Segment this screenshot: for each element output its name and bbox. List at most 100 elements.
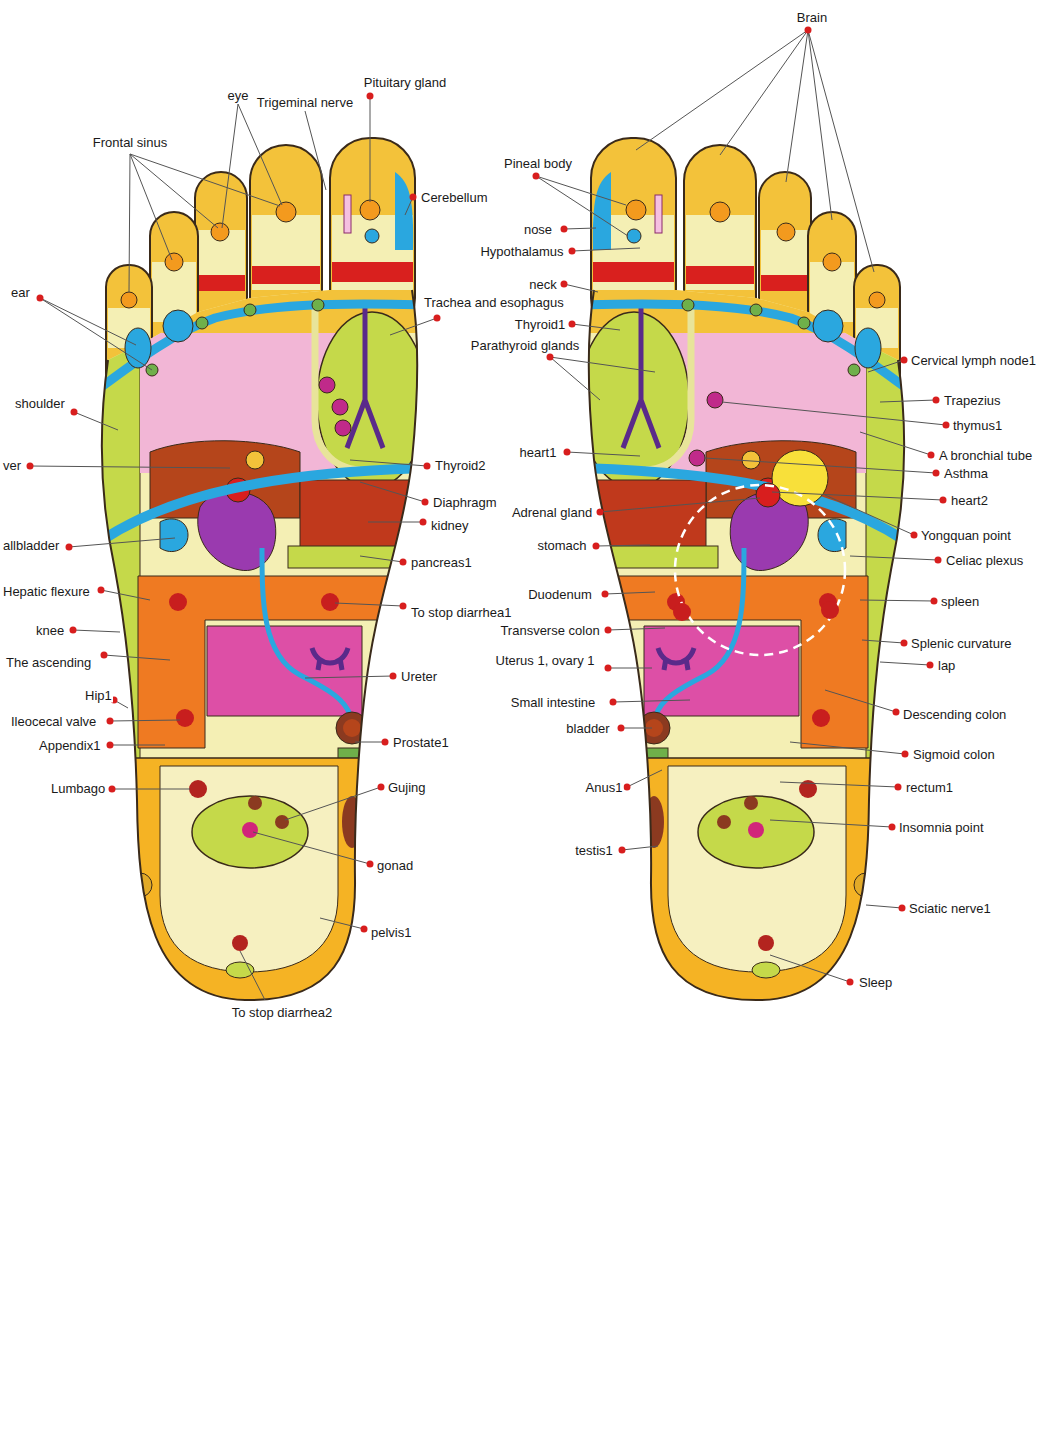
- organ-label: Gujing: [387, 780, 427, 795]
- leader-line: [621, 728, 652, 729]
- organ-label: Prostate1: [392, 735, 450, 750]
- leader-dot: [928, 452, 935, 459]
- organ-label: Parathyroid glands: [470, 338, 580, 353]
- leader-line: [30, 30, 946, 1000]
- leader-dot: [37, 295, 44, 302]
- left-foot-points: [319, 377, 335, 393]
- leader-dot: [610, 699, 617, 706]
- leader-line: [550, 357, 655, 400]
- leader-dot: [422, 499, 429, 506]
- organ-label: bladder: [565, 721, 610, 736]
- leader-dot: [98, 587, 105, 594]
- organ-label: Transverse colon: [499, 623, 600, 638]
- left-foot: [92, 138, 430, 1010]
- organ-label: kidney: [430, 518, 470, 533]
- right-foot-points: [772, 450, 828, 506]
- leader-dot: [935, 557, 942, 564]
- leader-dot: [931, 598, 938, 605]
- organ-label: Hepatic flexure: [2, 584, 91, 599]
- leader-dot: [367, 93, 374, 100]
- leader-dot: [378, 784, 385, 791]
- leader-line: [350, 460, 427, 466]
- leader-line: [355, 742, 385, 743]
- organ-label: Insomnia point: [898, 820, 985, 835]
- leader-dot: [390, 673, 397, 680]
- right-foot-points: [673, 392, 845, 655]
- leader-line: [110, 745, 165, 746]
- leader-dot: [107, 742, 114, 749]
- right-foot-points: [675, 485, 845, 655]
- leader-dot: [847, 979, 854, 986]
- leader-line: [240, 951, 265, 1000]
- leader-line: [30, 466, 230, 468]
- organ-label: eye: [227, 88, 250, 103]
- organ-label: Diaphragm: [432, 495, 498, 510]
- leader-line: [564, 284, 598, 292]
- organ-label: Trapezius: [943, 393, 1002, 408]
- right-foot-points: [707, 392, 723, 408]
- leader-line: [825, 690, 896, 712]
- leader-line: [880, 662, 930, 665]
- left-foot-points: [319, 377, 351, 436]
- leader-line: [627, 770, 662, 787]
- leader-line: [608, 628, 665, 630]
- leader-dot: [593, 543, 600, 550]
- right-foot-points: [821, 601, 839, 619]
- organ-label: Yongquan point: [920, 528, 1012, 543]
- organ-label: nose: [523, 222, 553, 237]
- leader-line: [253, 832, 370, 864]
- leader-dot: [361, 926, 368, 933]
- leader-dot: [895, 784, 902, 791]
- leader-dot: [101, 652, 108, 659]
- organ-label: ver: [2, 458, 22, 473]
- leader-line: [320, 918, 364, 929]
- leader-line: [567, 452, 640, 456]
- organ-label: Brain: [796, 10, 828, 25]
- organ-label: Ureter: [400, 669, 438, 684]
- organ-label: Thyroid1: [514, 317, 567, 332]
- leader-line: [790, 742, 905, 754]
- organ-label: Cervical lymph node1: [910, 353, 1037, 368]
- leader-line: [360, 482, 425, 502]
- leader-dot: [561, 281, 568, 288]
- organ-label: To stop diarrhea1: [410, 605, 512, 620]
- leader-line: [370, 96, 371, 202]
- organ-label: A bronchial tube: [938, 448, 1033, 463]
- organ-label: Descending colon: [902, 707, 1007, 722]
- leader-line: [305, 676, 393, 678]
- organ-label: Sciatic nerve1: [908, 901, 992, 916]
- leader-dot: [911, 532, 918, 539]
- leader-line: [129, 154, 280, 292]
- leader-line: [860, 600, 934, 601]
- leader-line: [222, 104, 282, 228]
- organ-label: knee: [35, 623, 65, 638]
- leader-dot: [420, 519, 427, 526]
- leader-dot: [424, 463, 431, 470]
- leader-dot: [901, 357, 908, 364]
- organ-label: Cerebellum: [420, 190, 488, 205]
- leader-dot: [624, 784, 631, 791]
- leader-dot: [902, 751, 909, 758]
- leader-dot: [564, 449, 571, 456]
- leader-dot: [933, 397, 940, 404]
- organ-label: Celiac plexus: [945, 553, 1024, 568]
- leader-line: [622, 846, 658, 850]
- leader-dot: [70, 627, 77, 634]
- organ-label: Hip1: [84, 688, 113, 703]
- leader-dot: [400, 559, 407, 566]
- organ-label: heart2: [950, 493, 989, 508]
- organ-label: stomach: [536, 538, 587, 553]
- leader-dot: [605, 665, 612, 672]
- leader-line: [608, 668, 652, 669]
- leader-dot: [805, 27, 812, 34]
- leader-dot: [382, 739, 389, 746]
- leader-dot: [547, 354, 554, 361]
- leader-line: [596, 545, 650, 546]
- leader-dot: [943, 422, 950, 429]
- leader-dot: [901, 640, 908, 647]
- organ-label: Lumbago: [50, 781, 106, 796]
- leader-line: [285, 787, 381, 820]
- leader-dot: [619, 847, 626, 854]
